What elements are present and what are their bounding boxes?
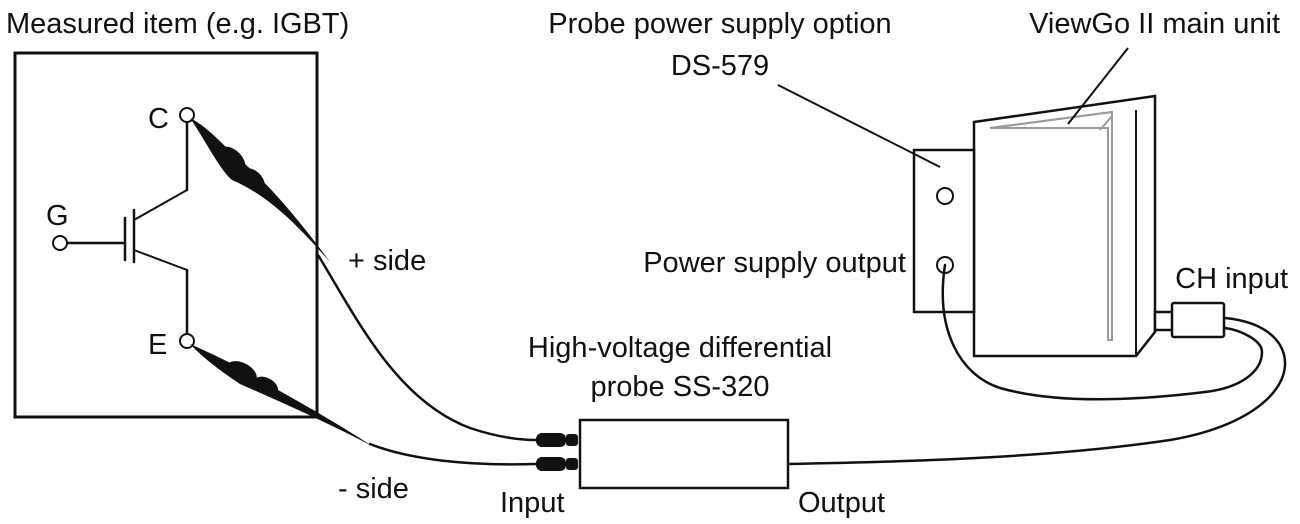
output-cable — [787, 316, 1287, 466]
ch-input-label: CH input — [1175, 263, 1288, 295]
minus-clip-lead — [190, 344, 372, 446]
ch-input-connector — [1153, 301, 1226, 339]
plus-cable — [316, 253, 538, 442]
probe-power-option-label: Probe power supply option — [548, 8, 891, 40]
input-label: Input — [500, 487, 565, 519]
measured-item-box — [13, 51, 319, 419]
power-cable — [941, 263, 1207, 401]
minus-cable — [368, 442, 538, 466]
hv-probe-label: High-voltage differential — [528, 332, 832, 364]
output-label: Output — [798, 487, 885, 519]
hv-probe-box — [578, 418, 790, 490]
measured-item-label: Measured item (e.g. IGBT) — [6, 8, 349, 40]
probe-power-option-model: DS-579 — [671, 50, 769, 82]
terminal-e-label: E — [148, 329, 167, 361]
terminal-c-label: C — [148, 103, 169, 135]
power-supply-output-label: Power supply output — [643, 247, 906, 279]
igbt-symbol — [65, 120, 189, 336]
terminal-g-label: G — [46, 200, 69, 232]
minus-side-label: - side — [338, 473, 409, 505]
plus-clip-lead — [190, 118, 330, 262]
hv-probe-model: probe SS-320 — [591, 371, 770, 403]
leader-main-unit — [1067, 47, 1129, 125]
main-unit — [972, 94, 1157, 358]
plus-side-label: + side — [348, 245, 426, 277]
main-unit-label: ViewGo II main unit — [1029, 8, 1280, 40]
output-cable-return — [1203, 326, 1264, 394]
power-terminal-upper — [936, 187, 954, 205]
leader-power-supply — [777, 84, 941, 168]
input-plug-plus — [536, 433, 578, 447]
terminal-g — [52, 235, 68, 251]
input-plug-minus — [536, 457, 578, 471]
